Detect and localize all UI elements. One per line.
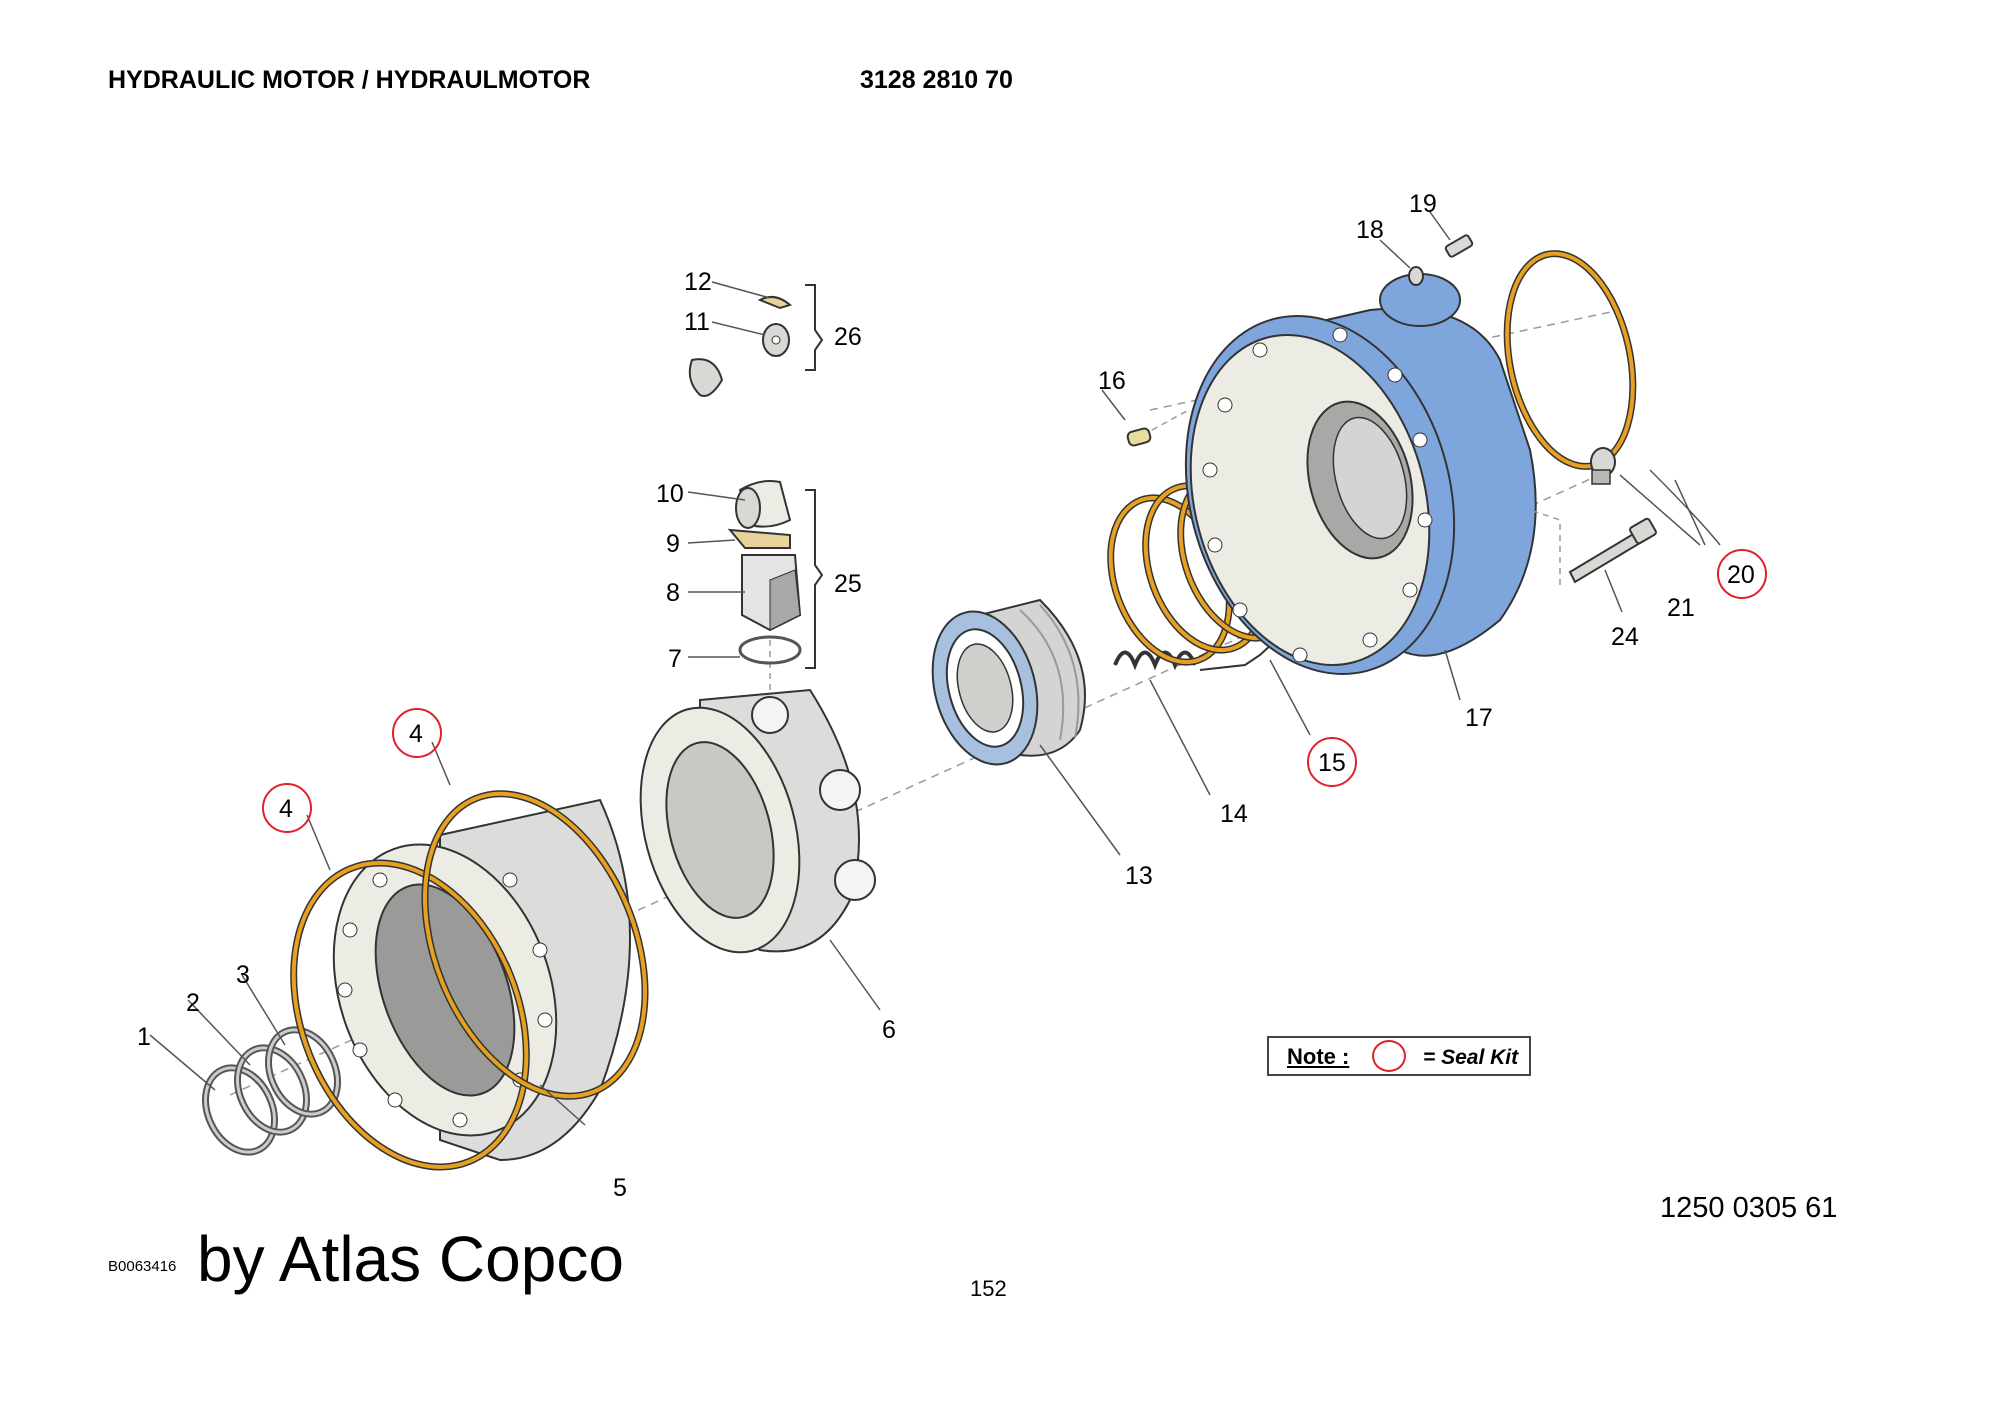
bracket-25: [805, 489, 824, 669]
callout-21: 21: [1667, 594, 1695, 622]
callout-25: 25: [834, 570, 862, 598]
part-14-spring: [1113, 650, 1197, 671]
part-19-screw: [1444, 234, 1474, 258]
part-number: 3128 2810 70: [860, 66, 1013, 94]
part-2-ring: [234, 1044, 310, 1136]
callout-10: 10: [656, 480, 684, 508]
seal-kit-circle-icon: [1372, 1040, 1406, 1072]
page-number: 152: [970, 1276, 1007, 1301]
callout-8: 8: [666, 579, 680, 607]
seal-kit-marker-15: [1307, 737, 1357, 787]
brand-text: by Atlas Copco: [197, 1223, 624, 1295]
seal-kit-marker-4a: [392, 708, 442, 758]
callout-6: 6: [882, 1016, 896, 1044]
bracket-26: [805, 284, 824, 371]
callout-18: 18: [1356, 216, 1384, 244]
seal-kit-marker-4b: [262, 783, 312, 833]
image-id: B0063416: [108, 1258, 177, 1275]
part-8-vane: [741, 554, 802, 632]
callout-4-rear: 4: [409, 720, 423, 748]
seal-kit-marker-20: [1717, 549, 1767, 599]
callout-2: 2: [186, 989, 200, 1017]
note-label: Note :: [1287, 1044, 1350, 1069]
callout-24: 24: [1611, 623, 1639, 651]
callout-3: 3: [236, 961, 250, 989]
part-9-spring: [727, 528, 791, 549]
part-18-washer: [1408, 266, 1424, 286]
leader-lines: [149, 211, 1721, 1126]
part-3-circlip: [265, 1026, 341, 1118]
part-10-roller: [735, 480, 792, 529]
callout-15: 15: [1318, 749, 1346, 777]
callout-26: 26: [834, 323, 862, 351]
callout-5: 5: [613, 1174, 627, 1202]
callout-11: 11: [684, 308, 710, 336]
part-4-o-ring-front-color: [291, 861, 529, 1169]
part-21-plug: [1590, 447, 1616, 485]
reference-number: 1250 0305 61: [1660, 1192, 1838, 1224]
callout-14: 14: [1220, 800, 1248, 828]
part-7-o-ring: [738, 635, 802, 665]
callout-17: 17: [1465, 704, 1493, 732]
callout-9: 9: [666, 530, 680, 558]
part-17-housing: [1184, 273, 1537, 675]
note-text: = Seal Kit: [1423, 1046, 1519, 1069]
part-1-retaining-ring: [202, 1064, 278, 1156]
part-13-bearing: [931, 598, 1086, 766]
callout-16: 16: [1098, 367, 1126, 395]
part-4-o-ring-rear-color: [423, 791, 647, 1099]
part-16-pin: [1126, 427, 1152, 447]
callout-1: 1: [137, 1023, 151, 1051]
part-24-bolt: [1568, 517, 1657, 584]
callout-7: 7: [668, 645, 682, 673]
legend-note: Note : = Seal Kit: [1267, 1036, 1531, 1076]
part-11-valve: [688, 323, 790, 397]
callout-4-front: 4: [279, 795, 293, 823]
callout-12: 12: [684, 268, 712, 296]
callout-13: 13: [1125, 862, 1153, 890]
callout-20: 20: [1727, 561, 1755, 589]
page-title: HYDRAULIC MOTOR / HYDRAULMOTOR: [108, 66, 591, 94]
callout-19: 19: [1409, 190, 1437, 218]
part-6-rotor: [639, 688, 876, 954]
part-12-washer: [757, 295, 793, 310]
